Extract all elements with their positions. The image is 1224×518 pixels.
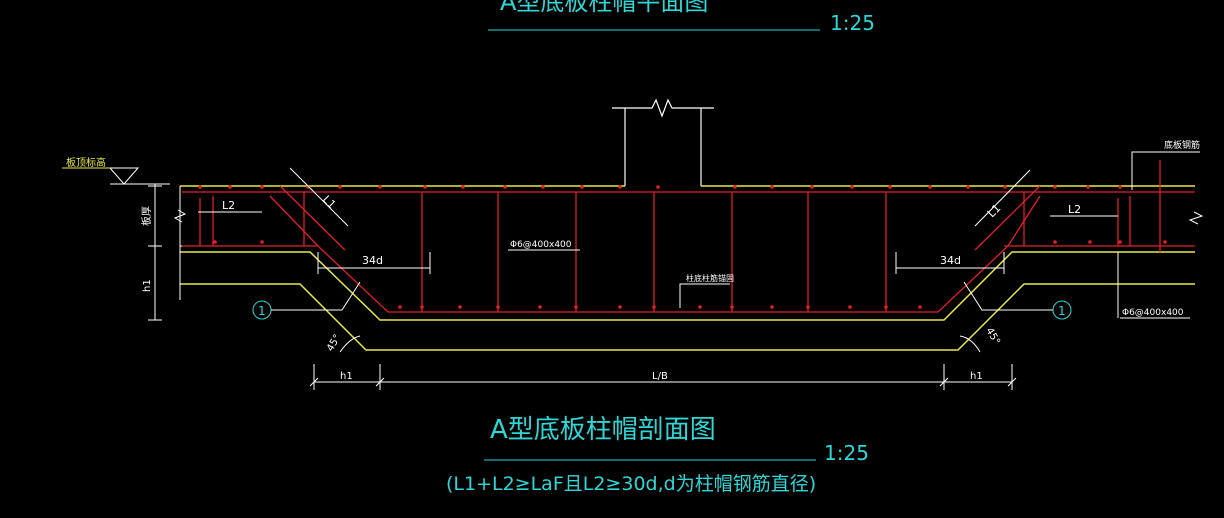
top-title: A型底板柱帽平面图 xyxy=(500,0,708,16)
34d-left-label: 34d xyxy=(362,254,383,267)
column-stub xyxy=(612,98,714,186)
L2-left-label: L2 xyxy=(222,199,235,212)
L1-right-label: L1 xyxy=(985,202,1003,220)
slab-outline xyxy=(180,185,1195,351)
section-note: (L1+L2≥LaF且L2≥30d,d为柱帽钢筋直径) xyxy=(446,473,816,495)
top-title-group: A型底板柱帽平面图 1:25 xyxy=(488,0,875,35)
bottom-dimension xyxy=(309,364,1017,390)
section-scale: 1:25 xyxy=(824,441,869,465)
rebar-group xyxy=(182,160,1195,313)
section-title: A型底板柱帽剖面图 xyxy=(490,415,716,445)
stirrup-center-label: Φ6@400x400 xyxy=(510,240,572,250)
callout-left-number: 1 xyxy=(258,304,266,318)
slab-rebar-label: 底板钢筋 xyxy=(1164,139,1200,151)
center-annotations: Φ6@400x400 柱底柱筋锚固 xyxy=(508,240,734,308)
callout-right-number: 1 xyxy=(1058,304,1066,318)
L1-left-label: L1 xyxy=(320,193,338,211)
L2-right-label: L2 xyxy=(1068,203,1081,216)
rebar-dots xyxy=(198,185,1167,309)
stirrup-right-label: Φ6@400x400 xyxy=(1122,308,1184,318)
elevation-triangle xyxy=(109,167,140,185)
top-scale: 1:25 xyxy=(830,11,875,35)
dim-LB: L/B xyxy=(652,371,668,382)
34d-right-label: 34d xyxy=(940,254,961,267)
dim-h1-left: h1 xyxy=(340,371,353,382)
section-title-group: A型底板柱帽剖面图 1:25 (L1+L2≥LaF且L2≥30d,d为柱帽钢筋直… xyxy=(446,415,869,495)
slab-thickness-label: 板厚 xyxy=(140,206,153,226)
h1-left-label: h1 xyxy=(142,279,153,292)
floor-elevation-label: 板顶标高 xyxy=(66,156,106,169)
angle-right-label: 45° xyxy=(983,326,1001,347)
dim-h1-right: h1 xyxy=(970,371,983,382)
column-rebar-label: 柱底柱筋锚固 xyxy=(686,273,734,283)
